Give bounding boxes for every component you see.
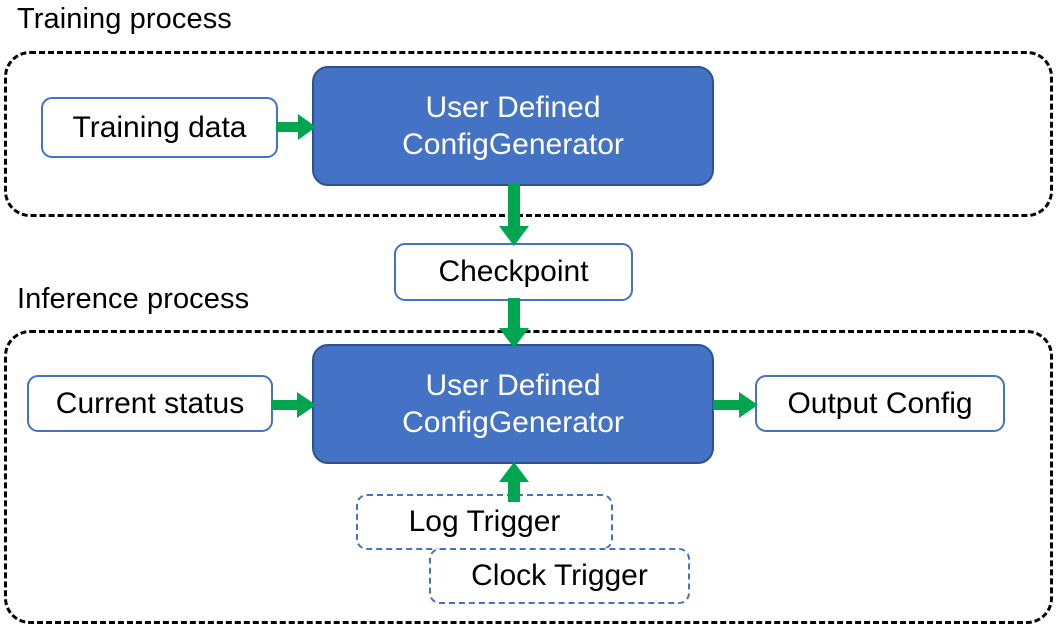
arrow-trigger-to-processor-icon <box>498 462 530 502</box>
inference-process-caption: Inference process <box>17 283 250 315</box>
inference-process-container <box>4 330 1053 624</box>
node-udcg-inference-label-line1: User Defined <box>425 369 601 402</box>
node-udcg-training-label-line2: ConfigGenerator <box>402 128 624 161</box>
node-checkpoint-label: Checkpoint <box>438 255 589 288</box>
arrow-training-data-to-processor-icon <box>276 111 316 143</box>
node-clock-trigger[interactable]: Clock Trigger <box>429 548 690 604</box>
training-process-container <box>4 51 1053 217</box>
node-output-config-label: Output Config <box>787 386 973 420</box>
arrow-processor-to-output-config-icon <box>713 389 758 421</box>
arrow-processor-to-checkpoint-icon <box>498 184 530 246</box>
arrow-checkpoint-to-processor-icon <box>498 298 530 348</box>
training-process-caption: Training process <box>17 3 232 35</box>
node-training-data-label: Training data <box>72 110 247 144</box>
node-clock-trigger-label: Clock Trigger <box>471 559 648 592</box>
node-user-defined-config-generator-training[interactable]: User Defined ConfigGenerator <box>312 66 714 186</box>
node-training-data[interactable]: Training data <box>41 97 278 158</box>
node-log-trigger[interactable]: Log Trigger <box>356 494 613 550</box>
node-current-status-label: Current status <box>55 386 245 420</box>
node-output-config[interactable]: Output Config <box>755 375 1005 432</box>
node-udcg-training-label-line1: User Defined <box>425 91 601 124</box>
node-log-trigger-label: Log Trigger <box>408 505 561 538</box>
node-checkpoint[interactable]: Checkpoint <box>394 243 633 301</box>
arrow-current-status-to-processor-icon <box>271 389 316 421</box>
node-udcg-inference-label-line2: ConfigGenerator <box>402 406 624 439</box>
node-current-status[interactable]: Current status <box>27 375 273 432</box>
node-user-defined-config-generator-inference[interactable]: User Defined ConfigGenerator <box>312 344 714 464</box>
